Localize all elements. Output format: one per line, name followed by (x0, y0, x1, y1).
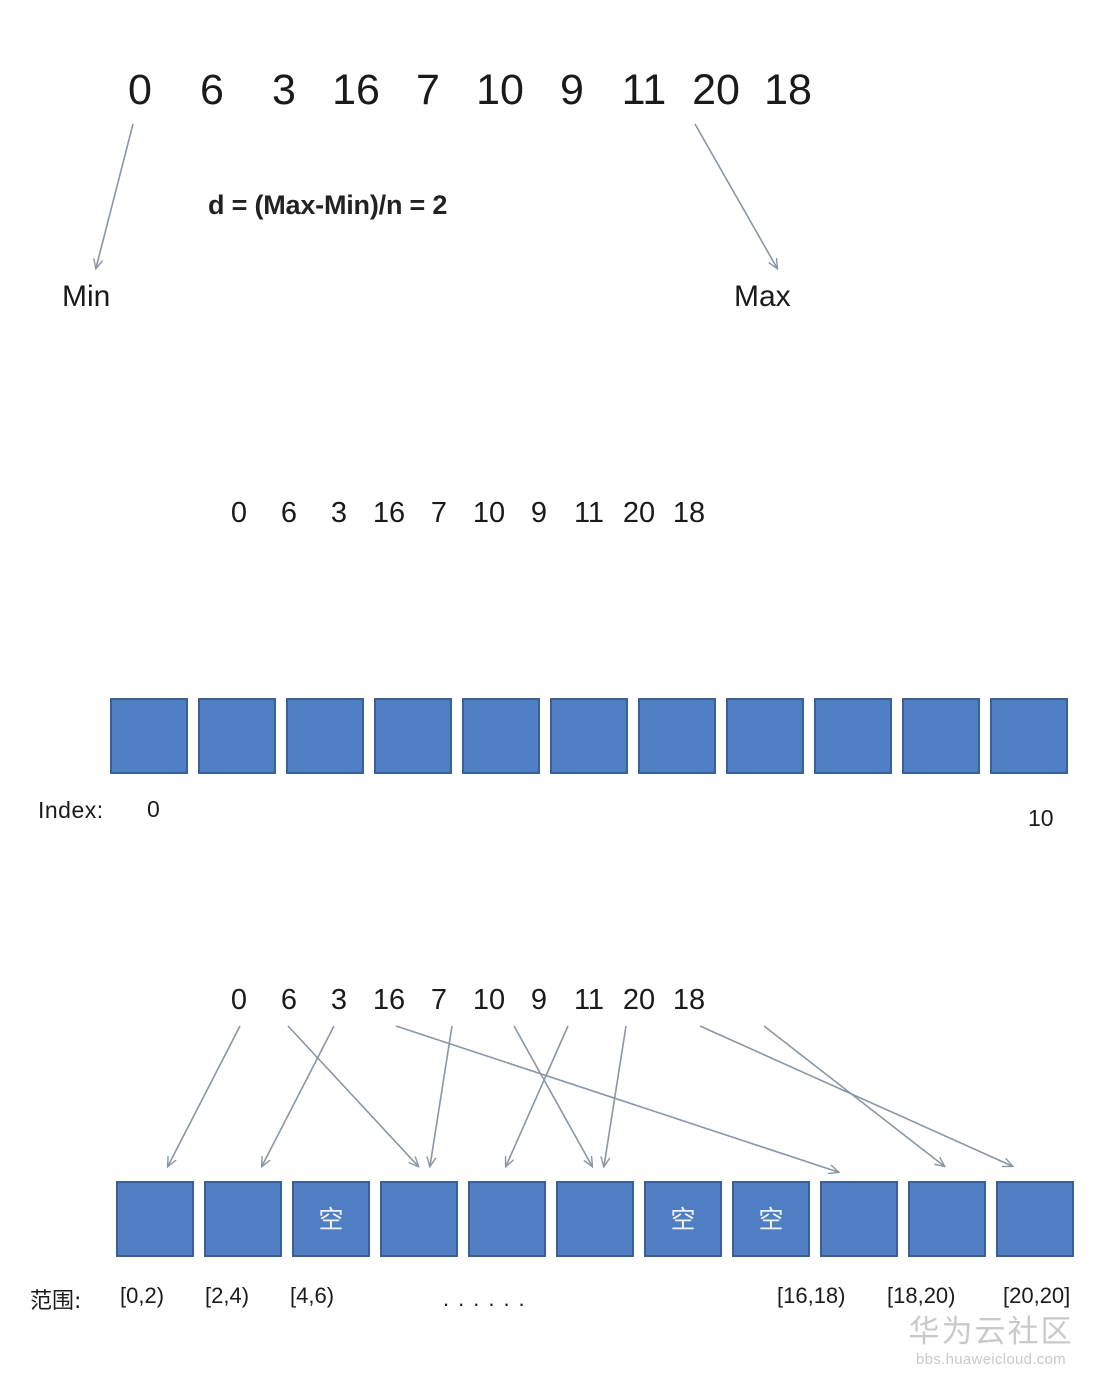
range-tick: [2,4) (205, 1283, 250, 1308)
range-tick: [4,6) (290, 1283, 335, 1308)
index-first-value: 0 (147, 796, 160, 822)
number-cell: 3 (330, 984, 348, 1016)
number-cell: 16 (332, 66, 380, 114)
bucket-cell (550, 698, 628, 774)
index-label: Index: (38, 797, 104, 823)
bucket-cell (996, 1181, 1074, 1257)
ellipsis-dots: ...... (443, 1286, 534, 1311)
arrow-value-20 (699, 1025, 1012, 1166)
range-tick: [0,2) (120, 1283, 165, 1308)
number-cell: 0 (128, 66, 152, 114)
number-cell: 10 (472, 984, 506, 1016)
formula-text: d = (Max-Min)/n = 2 (208, 190, 448, 220)
bucket-cell (908, 1181, 986, 1257)
bucket-cell (638, 698, 716, 774)
number-cell: 18 (764, 66, 812, 114)
number-cell: 16 (372, 984, 406, 1016)
number-cell: 16 (372, 497, 406, 529)
number-cell: 11 (573, 497, 605, 529)
range-tick: [16,18) (777, 1283, 846, 1308)
number-cell: 6 (200, 66, 224, 114)
number-row-bottom: 0 6 3 16 7 10 9 11 20 18 (214, 984, 714, 1017)
watermark-url: bbs.huaweicloud.com (916, 1350, 1066, 1368)
arrow-value-0 (168, 1025, 241, 1166)
arrow-value-6 (287, 1025, 418, 1166)
number-row-top: 0 6 3 16 7 10 9 11 20 18 (104, 66, 824, 115)
arrow-value-10 (513, 1025, 592, 1166)
number-cell: 18 (672, 497, 706, 529)
range-tick-row: [0,2) [2,4) [4,6) [16,18) [18,20) [20,20… (0, 1283, 1106, 1317)
bucket-cell (116, 1181, 194, 1257)
bucket-cell (110, 698, 188, 774)
number-cell: 9 (530, 497, 548, 529)
bucket-cell (198, 698, 276, 774)
number-cell: 20 (692, 66, 740, 114)
number-cell: 7 (430, 497, 448, 529)
number-cell: 3 (272, 66, 296, 114)
bucket-cell (820, 1181, 898, 1257)
number-cell: 7 (416, 66, 440, 114)
arrow-value-18 (763, 1025, 944, 1166)
bucket-cell (814, 698, 892, 774)
range-tick: [20,20] (1003, 1283, 1071, 1308)
arrow-max (694, 123, 777, 268)
bucket-cell (380, 1181, 458, 1257)
number-cell: 0 (230, 984, 248, 1016)
bucket-cell (204, 1181, 282, 1257)
arrow-value-9 (506, 1025, 569, 1166)
number-cell: 9 (560, 66, 584, 114)
watermark: 华为云社区 bbs.huaweicloud.com (886, 1316, 1096, 1368)
number-cell: 7 (430, 984, 448, 1016)
bucket-cell (374, 698, 452, 774)
number-cell: 11 (573, 984, 605, 1016)
bucket-cell (726, 698, 804, 774)
bucket-cell (556, 1181, 634, 1257)
bucket-cell-empty: 空 (732, 1181, 810, 1257)
number-cell: 9 (530, 984, 548, 1016)
index-last-value: 10 (1028, 805, 1054, 831)
max-label: Max (734, 280, 791, 313)
range-label: 范围: (30, 1289, 82, 1314)
number-cell: 0 (230, 497, 248, 529)
bucket-cell (990, 698, 1068, 774)
watermark-brand: 华为云社区 (908, 1314, 1074, 1350)
range-tick: [18,20) (887, 1283, 956, 1308)
bucket-cell-empty: 空 (292, 1181, 370, 1257)
bucket-cell (286, 698, 364, 774)
number-cell: 10 (472, 497, 506, 529)
number-cell: 6 (280, 497, 298, 529)
number-cell: 18 (672, 984, 706, 1016)
number-row-middle: 0 6 3 16 7 10 9 11 20 18 (214, 497, 714, 530)
arrow-value-11 (604, 1025, 627, 1166)
arrow-value-3 (262, 1025, 335, 1166)
number-cell: 11 (621, 66, 667, 114)
number-cell: 20 (622, 497, 656, 529)
number-cell: 10 (476, 66, 524, 114)
bucket-cell (902, 698, 980, 774)
index-bucket-row (110, 698, 1068, 774)
bucket-cell (462, 698, 540, 774)
arrow-value-7 (430, 1025, 453, 1166)
number-cell: 20 (622, 984, 656, 1016)
bucket-cell-empty: 空 (644, 1181, 722, 1257)
number-cell: 3 (330, 497, 348, 529)
bucket-cell (468, 1181, 546, 1257)
min-label: Min (62, 280, 111, 313)
arrow-min (96, 123, 134, 268)
arrow-value-16 (395, 1025, 838, 1172)
number-cell: 6 (280, 984, 298, 1016)
bucket-range-row: 空 空 空 (116, 1181, 1074, 1257)
